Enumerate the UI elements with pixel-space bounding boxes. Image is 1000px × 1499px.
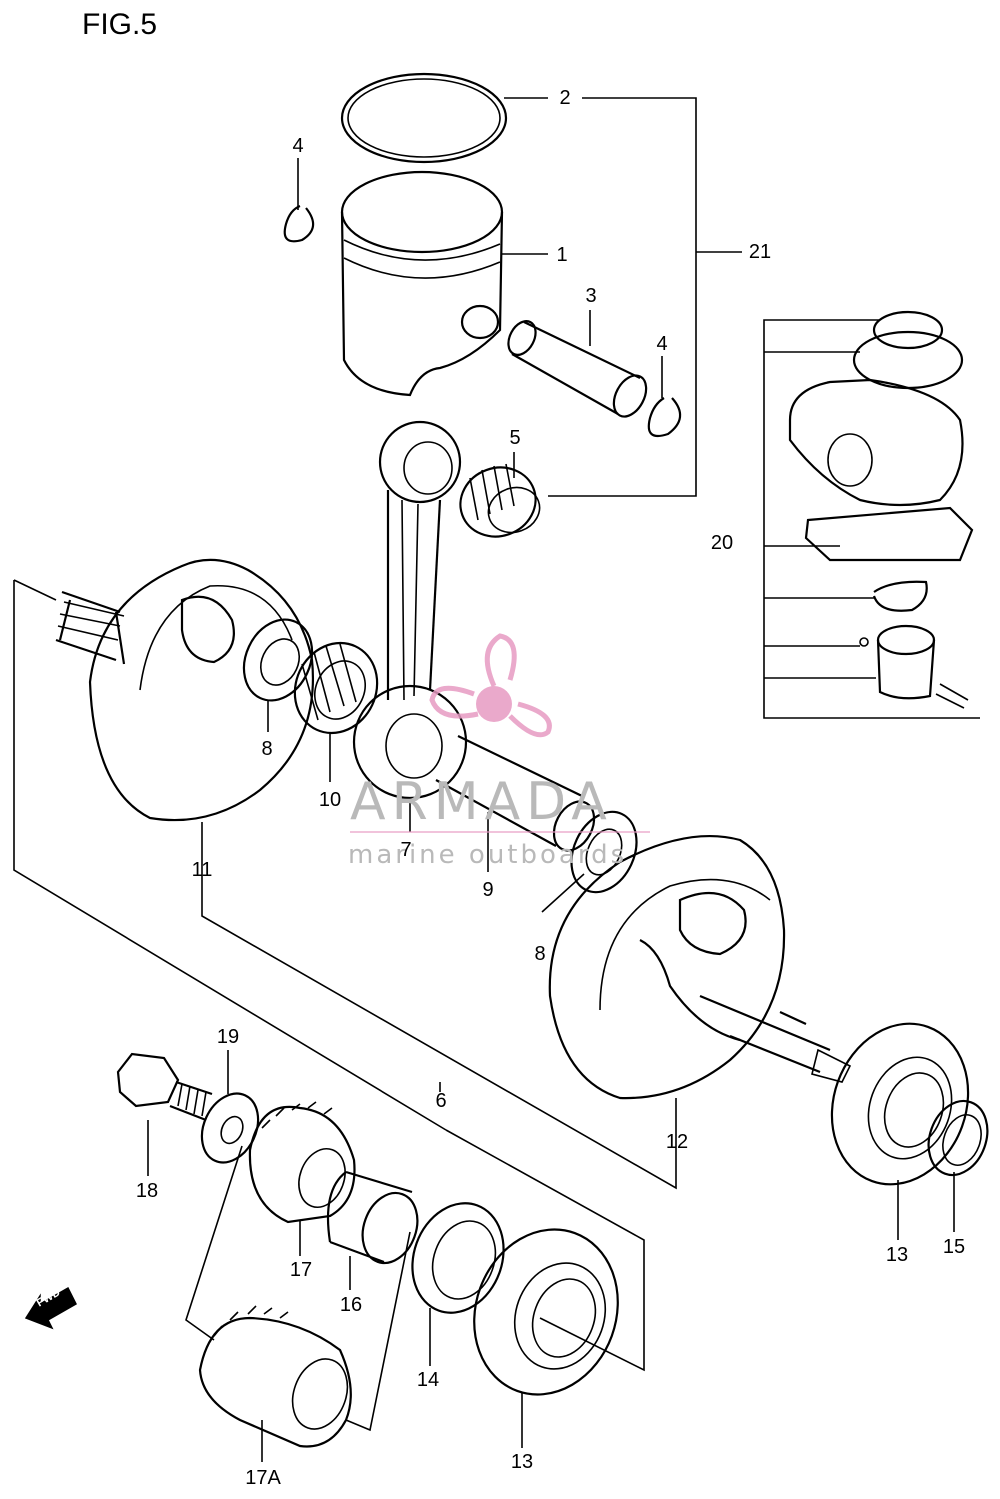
cylinder-kit-part [788,310,974,709]
callout-15: 15 [942,1236,966,1258]
callout-14: 14 [416,1369,440,1391]
oil-seal-right-part [927,1099,989,1177]
callout-9: 9 [482,879,494,901]
watermark-tagline: marine outboards [348,840,628,870]
callout-3: 3 [585,285,597,307]
fwd-arrow-icon [24,1286,77,1330]
callout-20: 20 [710,532,734,554]
figure-title: FIG.5 [82,8,158,41]
callout-7: 7 [400,839,412,861]
callout-8-right: 8 [534,943,546,965]
callout-1: 1 [556,244,568,266]
ball-bearing-lower-part [473,1228,619,1396]
callout-13-lower: 13 [510,1451,534,1473]
callout-19: 19 [216,1026,240,1048]
crank-web-left-part [55,558,314,822]
callout-13-right: 13 [885,1244,909,1266]
callout-5: 5 [509,427,521,449]
callout-4-upper: 4 [292,135,304,157]
connecting-rod-part [352,420,468,800]
armada-logo-icon [350,633,650,833]
callout-12: 12 [665,1131,689,1153]
callout-17: 17 [289,1259,313,1281]
callout-11: 11 [191,859,213,881]
crank-pin-part [435,735,596,852]
callout-6: 6 [435,1090,447,1112]
bolt-part [116,1052,213,1122]
washer-part [200,1092,260,1164]
piston-part [340,170,504,397]
ball-bearing-right-part [830,1022,970,1186]
thrust-washer-left-part [242,618,314,702]
crank-web-right-part [548,835,852,1100]
piston-ring-part [340,72,508,164]
callout-18: 18 [135,1180,159,1202]
oil-seal-lower-part [411,1202,505,1314]
assembly-bracket-lines [13,97,980,1432]
callout-2: 2 [559,87,571,109]
callout-16: 16 [339,1294,363,1316]
circlip-lower-part [647,397,682,438]
needle-bearing-small-part [459,463,541,538]
callout-10: 10 [318,789,342,811]
drive-gear-alt-part [198,1305,352,1448]
drive-gear-part [248,1101,356,1224]
callout-17A: 17A [245,1467,281,1489]
callout-21: 21 [748,241,772,263]
leader-lines [147,97,955,1462]
watermark-brand: ARMADA [350,772,613,832]
callout-4-lower: 4 [656,333,668,355]
piston-pin-part [507,320,648,418]
spacer-part [326,1170,419,1265]
callout-8-left: 8 [261,738,273,760]
needle-bearing-large-part [293,641,379,735]
circlip-upper-part [283,204,315,243]
